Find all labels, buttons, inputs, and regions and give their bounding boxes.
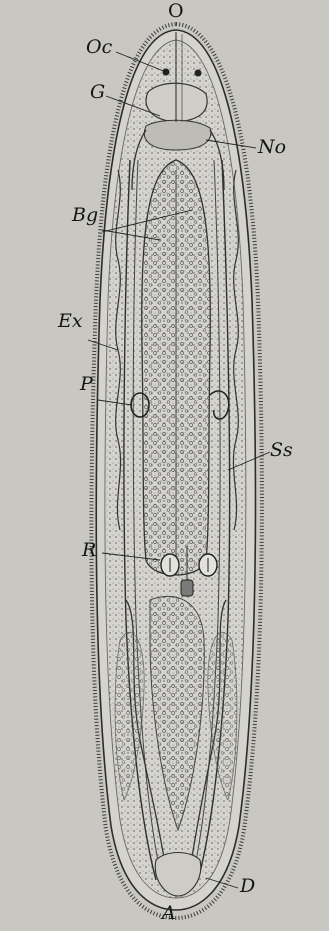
label-g: G xyxy=(90,83,105,102)
label-no: No xyxy=(258,138,286,157)
nerve-ganglion xyxy=(144,120,211,150)
label-ss: Ss xyxy=(270,441,293,460)
label-p: P xyxy=(80,375,93,394)
reproductive-organ xyxy=(181,580,193,596)
label-d: D xyxy=(240,877,255,896)
label-oc: Oc xyxy=(86,38,112,57)
label-bg: Bg xyxy=(72,206,98,225)
label-ex: Ex xyxy=(58,312,83,331)
label-top: O xyxy=(168,2,184,21)
label-a: A xyxy=(162,904,176,923)
head-cap xyxy=(146,83,207,122)
eyespot-right xyxy=(195,70,202,77)
label-r: R xyxy=(82,541,96,560)
